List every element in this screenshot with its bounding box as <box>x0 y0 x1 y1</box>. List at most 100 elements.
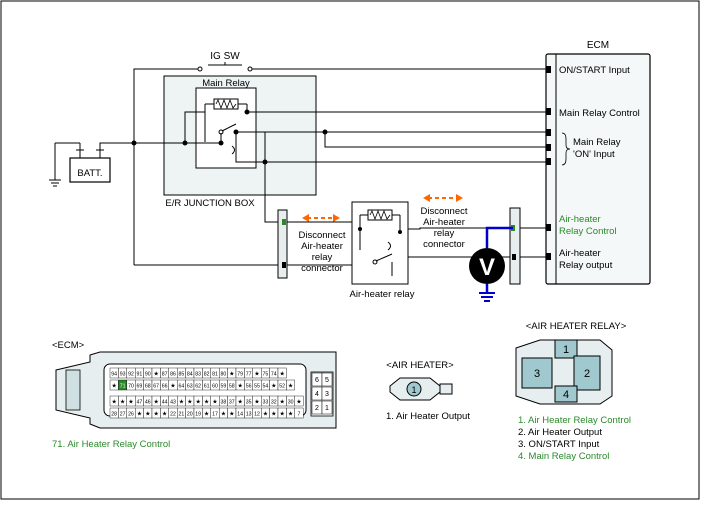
ecm-side-pin-cell <box>321 372 333 387</box>
ecm-pin-label: 60 <box>212 384 218 390</box>
ecm-pin-label: 43 <box>170 400 176 406</box>
ecm-pin-label: 26 <box>128 412 134 418</box>
main-relay: Main Relay <box>195 78 257 169</box>
disconnect-right-line-1: Disconnect <box>421 206 468 217</box>
ecm-pin-label: ★ <box>229 411 234 418</box>
ecm-pin-label: ★ <box>187 399 192 406</box>
ecm-pin-label: ★ <box>112 399 117 406</box>
ecm-pin-label: 54 <box>263 384 269 390</box>
ecm-pin-label: ★ <box>154 411 159 418</box>
voltmeter: V <box>469 248 505 284</box>
ecm-pin-label: 87 <box>162 372 168 378</box>
ecm-pin-label: ★ <box>296 399 301 406</box>
ecm-pin-label: 81 <box>212 372 218 378</box>
ecm-pin-label: ★ <box>112 383 117 390</box>
main-relay-label: Main Relay <box>202 78 250 89</box>
disconnect-left-line-3: relay <box>312 252 333 263</box>
ig-switch <box>197 62 253 72</box>
ecm-side-wires <box>520 227 546 258</box>
ecm-pin-label: ★ <box>238 399 243 406</box>
ecm-pin-label: 69 <box>137 384 143 390</box>
ecm-side-pin-cell <box>321 386 333 401</box>
ecm-pin-label: 64 <box>179 384 185 390</box>
ecm-pin-label: ★ <box>221 411 226 418</box>
ecm-pin-label: 44 <box>162 400 168 406</box>
ig-sw-label: IG SW <box>210 51 240 62</box>
ecm-pin-label: 19 <box>195 412 201 418</box>
disconnect-left-line-2: Air-heater <box>301 241 343 252</box>
disconnect-left-line-1: Disconnect <box>299 230 346 241</box>
ecm-side-pin-label: 6 <box>315 377 319 384</box>
ecm-side-pin-label: 5 <box>325 377 329 384</box>
air-heater-connector: 1 <box>389 377 453 401</box>
ecm-pin-label: ★ <box>271 383 276 390</box>
ecm-box: ECM <box>545 40 651 285</box>
ecm-pin-label: 14 <box>237 412 243 418</box>
pin-air-heater-relay-output-1: Air-heater <box>559 248 601 259</box>
relay-conn-item-4: 4. Main Relay Control <box>518 451 609 462</box>
ecm-pin-label: 7 <box>298 412 301 418</box>
disconnect-right-line-4: connector <box>423 239 465 250</box>
ecm-pin-terminals <box>546 66 551 260</box>
ecm-pin-label: ★ <box>288 411 293 418</box>
ecm-side-pin-label: 1 <box>325 405 329 412</box>
ecm-pin-label: 68 <box>145 384 151 390</box>
ecm-pin-label: 84 <box>187 372 193 378</box>
pin-on-start-input: ON/START Input <box>559 65 630 76</box>
ecm-connector-caption: 71. Air Heater Relay Control <box>52 439 170 450</box>
er-junction-box-label: E/R JUNCTION BOX <box>165 198 255 209</box>
right-ecm-connector <box>509 207 521 285</box>
voltmeter-label: V <box>479 254 495 281</box>
relay-conn-item-1: 1. Air Heater Relay Control <box>518 415 631 426</box>
ecm-connector-title: <ECM> <box>52 340 85 351</box>
ecm-pin-label: ★ <box>212 399 217 406</box>
ecm-pin-label: ★ <box>170 383 175 390</box>
ecm-side-pin-label: 2 <box>315 405 319 412</box>
ecm-pin-label: 74 <box>271 372 277 378</box>
ecm-pin-label: ★ <box>179 399 184 406</box>
ecm-pin-label: 17 <box>212 412 218 418</box>
relay-conn-pin-2: 2 <box>584 368 590 380</box>
disconnect-left-line-4: connector <box>301 263 343 274</box>
ecm-pin-label: 20 <box>187 412 193 418</box>
disconnect-arrow-left <box>302 214 340 222</box>
ecm-pin-label: 85 <box>179 372 185 378</box>
air-heater-pin-1: 1 <box>411 385 416 395</box>
pin-main-relay-on-input-1: Main Relay <box>573 137 621 148</box>
ecm-pin-label: 21 <box>179 412 185 418</box>
left-relay-connector <box>277 209 288 279</box>
ecm-pin-label: 35 <box>246 400 252 406</box>
ecm-pin-label: 12 <box>254 412 260 418</box>
relay-conn-pin-4: 4 <box>563 389 569 401</box>
ecm-pin-label: 86 <box>170 372 176 378</box>
ecm-pin-label: ★ <box>280 371 285 378</box>
battery: BATT. <box>49 142 111 187</box>
air-heater-relay-connector-title: <AIR HEATER RELAY> <box>526 321 627 332</box>
ecm-pin-label: ★ <box>288 383 293 390</box>
ecm-pin-label: 82 <box>204 372 210 378</box>
ecm-pin-label: 13 <box>246 412 252 418</box>
pin-main-relay-on-input-2: 'ON' Input <box>573 149 615 160</box>
ecm-pin-label: 52 <box>279 384 285 390</box>
ecm-pin-label: ★ <box>280 411 285 418</box>
ecm-pin-label: ★ <box>204 411 209 418</box>
air-heater-relay-connector: 1 2 3 4 <box>515 339 613 405</box>
ecm-side-pin-label: 3 <box>325 391 329 398</box>
ecm-pin-label: ★ <box>254 371 259 378</box>
ecm-pin-label: 46 <box>145 400 151 406</box>
ecm-pin-label: 37 <box>229 400 235 406</box>
ecm-title: ECM <box>587 40 609 51</box>
disconnect-right-line-3: relay <box>434 228 455 239</box>
pin-main-relay-control: Main Relay Control <box>559 108 640 119</box>
ecm-pin-label: 90 <box>145 372 151 378</box>
ecm-pin-label: 91 <box>137 372 143 378</box>
ecm-pin-label: ★ <box>271 411 276 418</box>
ecm-pin-cell <box>294 395 304 407</box>
ecm-pin-label: 22 <box>170 412 176 418</box>
ecm-side-pin-cell <box>321 400 333 415</box>
ecm-pin-label: 38 <box>221 400 227 406</box>
relay-conn-pin-1: 1 <box>563 344 569 356</box>
air-heater-item-1: 1. Air Heater Output <box>386 411 470 422</box>
